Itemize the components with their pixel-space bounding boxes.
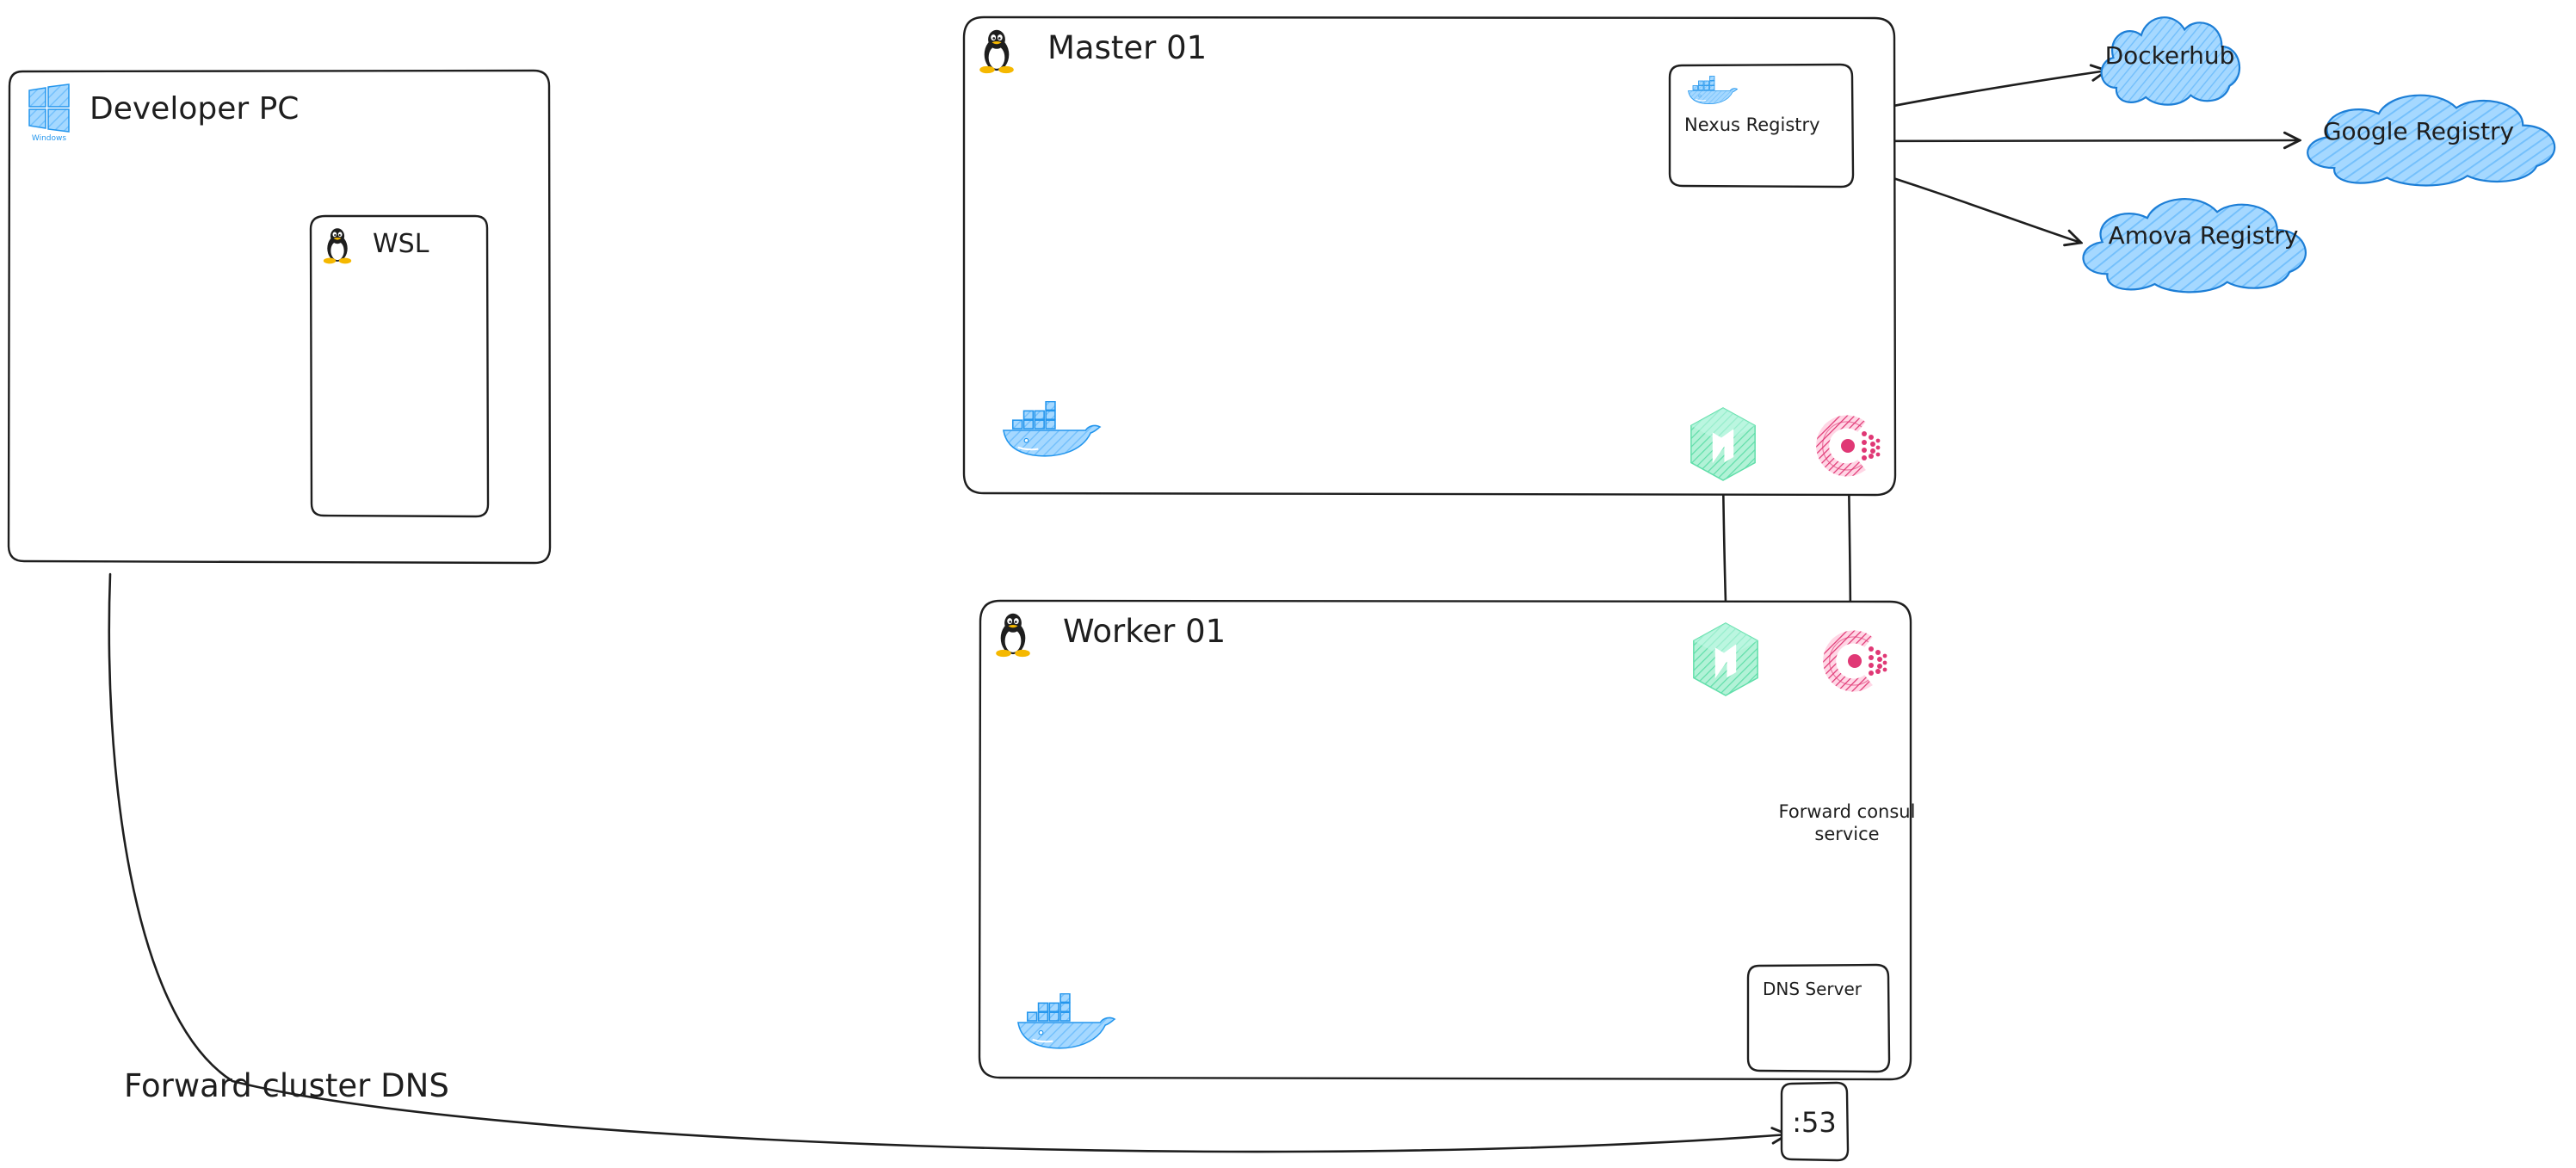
dns-server-box	[1746, 963, 1891, 1073]
amova-registry-cloud[interactable]: Amova Registry	[2081, 197, 2307, 294]
windows-caption: Windows	[32, 134, 66, 143]
developer-pc-title: Developer PC	[90, 91, 299, 127]
wsl-title: WSL	[373, 229, 429, 259]
dns-server-title: DNS Server	[1763, 979, 1863, 999]
forward-consul-label-line2: service	[1814, 824, 1879, 844]
developer-pc-node[interactable]: Windows Developer PC WSL	[7, 69, 552, 565]
worker-title: Worker 01	[1063, 613, 1226, 650]
dockerhub-cloud[interactable]: Dockerhub	[2100, 16, 2241, 106]
wsl-node[interactable]: WSL	[309, 214, 490, 518]
port-53-node[interactable]: :53	[1780, 1081, 1850, 1162]
google-registry-cloud[interactable]: Google Registry	[2306, 93, 2556, 188]
amova-registry-label: Amova Registry	[2109, 221, 2299, 250]
dockerhub-label: Dockerhub	[2105, 41, 2235, 70]
google-registry-label: Google Registry	[2323, 117, 2514, 145]
dns-server-node[interactable]: DNS Server	[1746, 963, 1891, 1073]
wsl-box	[309, 214, 490, 518]
forward-cluster-dns-label: Forward cluster DNS	[124, 1067, 449, 1104]
worker-box	[978, 599, 1912, 1081]
worker-node[interactable]: Worker 01 Forward consul service DNS Ser…	[978, 599, 1916, 1081]
windows-icon: Windows	[28, 83, 70, 143]
nexus-registry-node[interactable]: Nexus Registry	[1668, 63, 1855, 188]
nexus-registry-title: Nexus Registry	[1684, 114, 1820, 135]
master-box	[962, 15, 1897, 497]
nexus-to-google-arrow	[1849, 140, 2300, 141]
forward-cluster-dns-connector	[108, 572, 1788, 1153]
master-title: Master 01	[1047, 29, 1207, 66]
forward-consul-label-line1: Forward consul	[1779, 801, 1916, 822]
port-53-label: :53	[1792, 1106, 1837, 1139]
port-53-box	[1780, 1081, 1850, 1162]
master-node[interactable]: Master 01 Nexus Registry	[962, 15, 1897, 497]
